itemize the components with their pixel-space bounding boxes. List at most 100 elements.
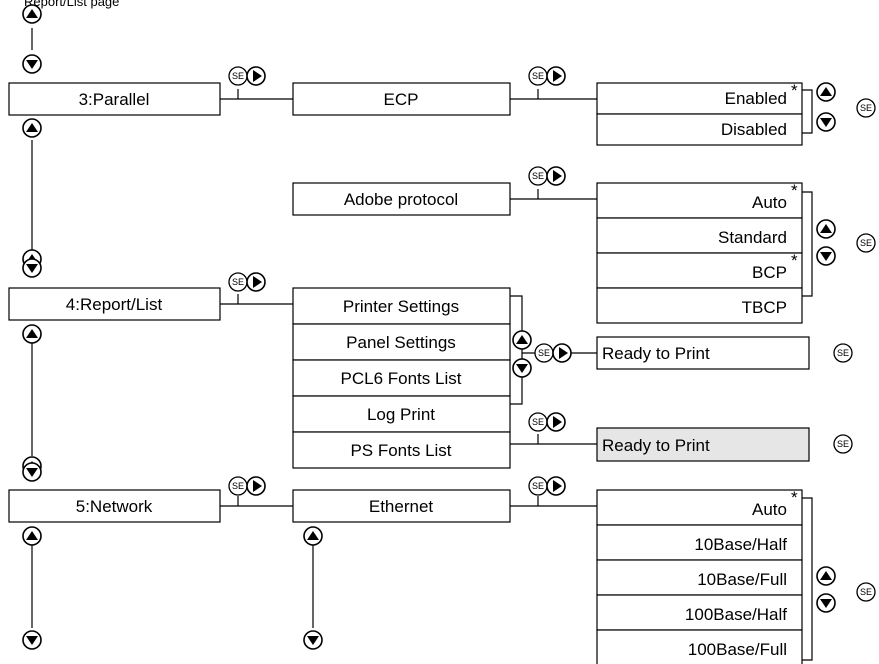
ethernet-option-label: 100Base/Half: [685, 605, 787, 624]
set-icon[interactable]: SE: [228, 272, 248, 292]
right-arrow-icon[interactable]: [246, 476, 266, 496]
ethernet-option[interactable]: Auto*: [596, 488, 803, 526]
set-icon-label: SE: [232, 277, 244, 287]
up-arrow-icon[interactable]: [816, 566, 836, 586]
right-arrow-icon[interactable]: [246, 272, 266, 292]
ecp-option-label: Enabled: [725, 89, 787, 108]
page-caption: Report/List page: [24, 0, 119, 9]
set-icon[interactable]: SE: [856, 233, 876, 253]
up-arrow-icon[interactable]: [22, 118, 42, 138]
set-icon[interactable]: SE: [833, 434, 853, 454]
report-list-item-label: PS Fonts List: [350, 441, 451, 460]
menu-report-list-label: 4:Report/List: [66, 295, 163, 314]
menu-network-label: 5:Network: [76, 497, 153, 516]
ethernet-option[interactable]: 10Base/Half: [596, 524, 803, 561]
up-arrow-icon[interactable]: [816, 82, 836, 102]
ecp-options-list: Enabled* Disabled: [596, 81, 803, 146]
set-icon[interactable]: SE: [228, 476, 248, 496]
set-icon[interactable]: SE: [528, 476, 548, 496]
adobe-option[interactable]: BCP*: [596, 251, 803, 289]
ready-to-print-label: Ready to Print: [602, 344, 710, 363]
item-ethernet-label: Ethernet: [369, 497, 434, 516]
set-icon[interactable]: SE: [833, 343, 853, 363]
down-arrow-icon[interactable]: [22, 258, 42, 278]
up-arrow-icon[interactable]: [816, 219, 836, 239]
ecp-option[interactable]: Enabled*: [596, 81, 803, 115]
set-icon[interactable]: SE: [528, 166, 548, 186]
up-arrow-icon[interactable]: [22, 526, 42, 546]
set-icon-label: SE: [860, 587, 872, 597]
ethernet-option-label: Auto: [752, 500, 787, 519]
adobe-option-label: BCP: [752, 263, 787, 282]
report-list-item[interactable]: Panel Settings: [292, 323, 511, 361]
right-arrow-icon[interactable]: [546, 166, 566, 186]
set-icon[interactable]: SE: [534, 343, 554, 363]
ethernet-options-list: Auto* 10Base/Half 10Base/Full 100Base/Half 1…: [596, 488, 803, 664]
right-arrow-icon[interactable]: [552, 343, 572, 363]
ecp-option-label: Disabled: [721, 120, 787, 139]
navigation-icons: SE SE SE SE SE SE SE SE SE SE SE SE SE: [22, 4, 876, 650]
ethernet-option-label: 10Base/Full: [697, 570, 787, 589]
up-arrow-icon[interactable]: [22, 4, 42, 24]
adobe-option-label: Auto: [752, 193, 787, 212]
set-icon[interactable]: SE: [528, 412, 548, 432]
down-arrow-icon[interactable]: [22, 462, 42, 482]
report-list-item[interactable]: Printer Settings: [292, 287, 511, 325]
set-icon-label: SE: [532, 417, 544, 427]
report-list-item[interactable]: Log Print: [292, 395, 511, 433]
ecp-option[interactable]: Disabled: [596, 113, 803, 146]
ethernet-option[interactable]: 100Base/Full: [596, 629, 803, 664]
ethernet-option-label: 100Base/Full: [688, 640, 787, 659]
set-icon-label: SE: [232, 481, 244, 491]
down-arrow-icon[interactable]: [816, 112, 836, 132]
ethernet-option[interactable]: 100Base/Half: [596, 594, 803, 631]
ethernet-option[interactable]: 10Base/Full: [596, 559, 803, 596]
down-arrow-icon[interactable]: [512, 358, 532, 378]
menu-network[interactable]: 5:Network: [8, 489, 221, 523]
default-asterisk: *: [791, 81, 798, 100]
report-list-item-label: Log Print: [367, 405, 435, 424]
set-icon[interactable]: SE: [856, 582, 876, 602]
set-icon[interactable]: SE: [228, 66, 248, 86]
set-icon-label: SE: [837, 348, 849, 358]
set-icon[interactable]: SE: [528, 66, 548, 86]
set-icon-label: SE: [837, 439, 849, 449]
ready-to-print-box[interactable]: Ready to Print: [596, 336, 810, 370]
item-adobe-protocol[interactable]: Adobe protocol: [292, 182, 511, 216]
set-icon-label: SE: [860, 238, 872, 248]
report-list-item[interactable]: PS Fonts List: [292, 431, 511, 469]
item-ecp[interactable]: ECP: [292, 82, 511, 116]
down-arrow-icon[interactable]: [22, 630, 42, 650]
adobe-option[interactable]: Auto*: [596, 181, 803, 219]
set-icon-label: SE: [532, 171, 544, 181]
item-ethernet[interactable]: Ethernet: [292, 489, 511, 523]
down-arrow-icon[interactable]: [816, 593, 836, 613]
up-arrow-icon[interactable]: [22, 324, 42, 344]
default-asterisk: *: [791, 488, 798, 507]
adobe-option[interactable]: Standard: [596, 217, 803, 254]
item-ecp-label: ECP: [384, 90, 419, 109]
right-arrow-icon[interactable]: [546, 412, 566, 432]
right-arrow-icon[interactable]: [546, 66, 566, 86]
down-arrow-icon[interactable]: [22, 54, 42, 74]
ethernet-option-label: 10Base/Half: [694, 535, 787, 554]
right-arrow-icon[interactable]: [246, 66, 266, 86]
menu-parallel[interactable]: 3:Parallel: [8, 82, 221, 116]
report-list-item-label: PCL6 Fonts List: [341, 369, 462, 388]
ready-to-print-ps-box[interactable]: Ready to Print: [596, 427, 810, 462]
adobe-option[interactable]: TBCP: [596, 287, 803, 324]
set-icon[interactable]: SE: [856, 98, 876, 118]
set-icon-label: SE: [532, 71, 544, 81]
report-list-item-label: Panel Settings: [346, 333, 456, 352]
down-arrow-icon[interactable]: [816, 246, 836, 266]
down-arrow-icon[interactable]: [303, 630, 323, 650]
menu-report-list[interactable]: 4:Report/List: [8, 287, 221, 321]
up-arrow-icon[interactable]: [303, 526, 323, 546]
up-arrow-icon[interactable]: [512, 330, 532, 350]
right-arrow-icon[interactable]: [546, 476, 566, 496]
report-list-item-label: Printer Settings: [343, 297, 459, 316]
set-icon-label: SE: [538, 348, 550, 358]
report-list-item[interactable]: PCL6 Fonts List: [292, 359, 511, 397]
